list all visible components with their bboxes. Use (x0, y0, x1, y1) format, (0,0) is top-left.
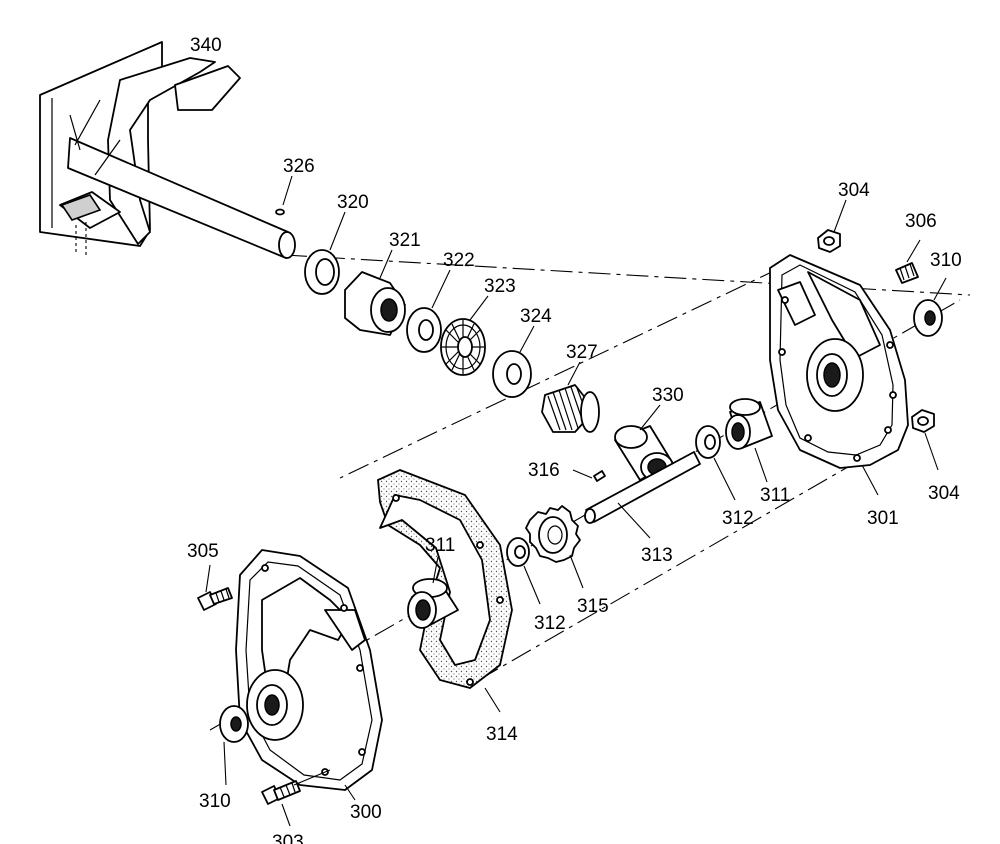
label-312-upper: 312 (722, 508, 754, 529)
part-313-shaft (584, 451, 701, 539)
part-324-washer (492, 325, 535, 398)
part-311-bushing-lower (407, 556, 459, 629)
part-310-seal-lower (219, 705, 249, 786)
part-327-worm-gear (541, 361, 600, 433)
part-316-key (572, 469, 606, 482)
part-310-seal-upper (913, 277, 947, 337)
label-320: 320 (337, 192, 369, 213)
part-312-washer-upper (695, 425, 736, 501)
label-330: 330 (652, 385, 684, 406)
part-315-gear (525, 505, 584, 589)
part-322-washer (406, 269, 451, 353)
label-316: 316 (528, 460, 560, 481)
label-304-lower: 304 (928, 483, 960, 504)
label-324: 324 (520, 306, 552, 327)
part-340-impeller-shaft (39, 41, 296, 259)
label-310-lower: 310 (199, 791, 231, 812)
part-314-gasket (377, 469, 513, 713)
part-301-gearcase-right (769, 254, 909, 496)
label-314: 314 (486, 724, 518, 745)
label-305: 305 (187, 541, 219, 562)
label-323: 323 (484, 276, 516, 297)
part-306-set-screw (895, 239, 921, 284)
label-303: 303 (272, 832, 304, 844)
part-326-key (275, 175, 293, 216)
label-315: 315 (577, 596, 609, 617)
label-301: 301 (867, 508, 899, 529)
part-303-screw (261, 769, 331, 827)
label-300: 300 (350, 802, 382, 823)
label-327: 327 (566, 342, 598, 363)
part-312-washer-lower (506, 537, 541, 605)
label-311-lower: 311 (425, 535, 455, 556)
part-321-bearing-housing (344, 249, 406, 336)
label-321: 321 (389, 230, 421, 251)
part-304-nut-upper (817, 199, 847, 253)
part-300-gearcase-left (235, 549, 383, 801)
label-310-upper: 310 (930, 250, 962, 271)
part-number-labels: 340 326 320 321 322 323 324 327 330 316 … (187, 35, 962, 844)
part-323-thrust-bearing (440, 295, 489, 376)
label-306: 306 (905, 211, 937, 232)
label-304-upper: 304 (838, 180, 870, 201)
part-320-washer (304, 211, 346, 295)
label-326: 326 (283, 156, 315, 177)
part-304-nut-lower (911, 409, 939, 471)
part-311-bushing-upper (725, 398, 773, 483)
label-311-upper: 311 (760, 485, 790, 506)
label-322: 322 (443, 250, 475, 271)
label-312-lower: 312 (534, 613, 566, 634)
label-340: 340 (190, 35, 222, 56)
label-313: 313 (641, 545, 673, 566)
part-305-screw (197, 564, 233, 611)
